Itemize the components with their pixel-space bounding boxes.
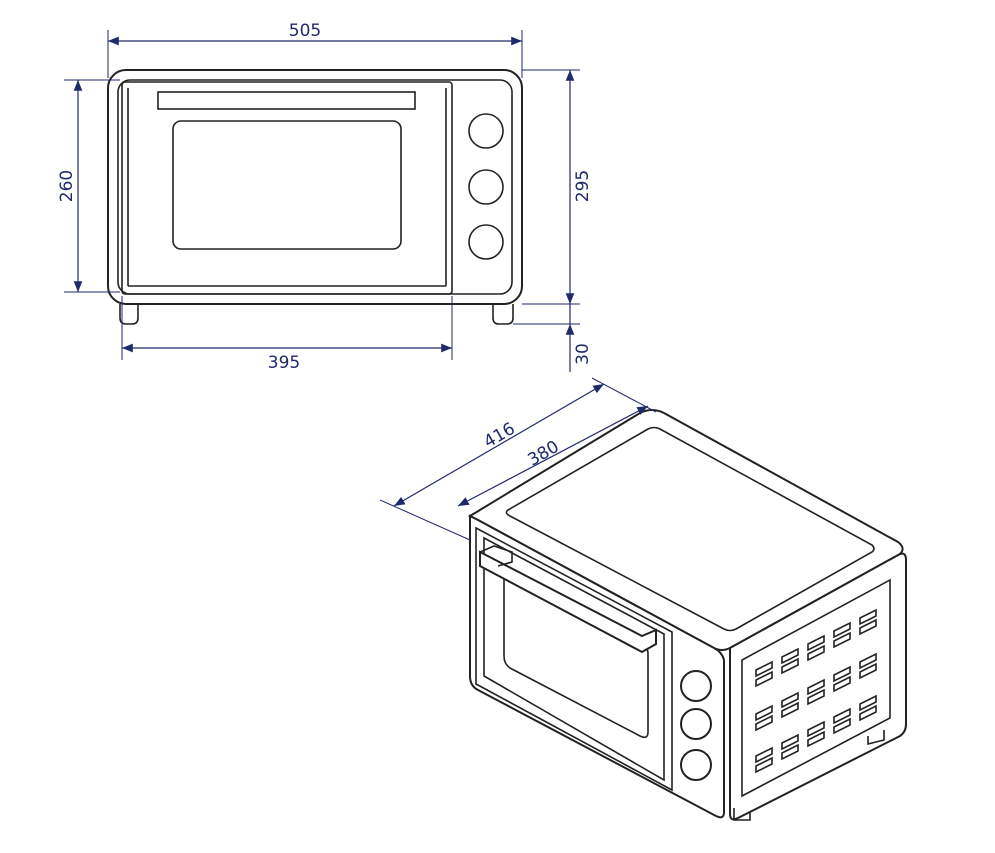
vent-slot bbox=[781, 647, 799, 675]
dim-line-380 bbox=[457, 405, 649, 507]
front-view bbox=[107, 69, 523, 325]
dim-label-416: 416 bbox=[480, 419, 518, 453]
vent-slot bbox=[859, 694, 877, 722]
vent-slot bbox=[833, 621, 851, 649]
iso-side-panel bbox=[741, 578, 891, 798]
iso-knob-2 bbox=[680, 708, 712, 740]
front-knob-2 bbox=[468, 169, 504, 205]
dim-label-395: 395 bbox=[268, 353, 300, 373]
dim-label-505: 505 bbox=[289, 21, 321, 41]
vent-slot bbox=[781, 733, 799, 761]
front-door-frame bbox=[121, 81, 453, 295]
iso-door-handle bbox=[479, 550, 657, 654]
dim-label-30: 30 bbox=[573, 343, 593, 365]
front-dimensions: 505 260 295 30 395 bbox=[57, 21, 593, 373]
front-foot-right bbox=[492, 304, 514, 325]
iso-door bbox=[475, 526, 673, 792]
front-oven-body bbox=[107, 69, 523, 305]
vent-slot bbox=[859, 652, 877, 680]
vent-slot bbox=[833, 665, 851, 693]
vent-slot bbox=[859, 608, 877, 636]
iso-foot-front bbox=[733, 808, 751, 821]
vent-slot bbox=[755, 660, 773, 688]
vent-slot bbox=[755, 746, 773, 774]
vent-slot bbox=[833, 707, 851, 735]
isometric-view bbox=[467, 409, 907, 821]
iso-foot-back bbox=[867, 730, 885, 746]
iso-top-panel bbox=[505, 426, 875, 632]
front-knob-1 bbox=[468, 113, 504, 149]
front-foot-left bbox=[119, 304, 139, 325]
vent-slot bbox=[807, 634, 825, 662]
vent-slot bbox=[807, 678, 825, 706]
vent-slot bbox=[755, 704, 773, 732]
vent-slot bbox=[807, 720, 825, 748]
iso-side-vents bbox=[755, 608, 877, 774]
front-knob-3 bbox=[468, 224, 504, 260]
iso-knob-1 bbox=[680, 670, 712, 702]
iso-knob-3 bbox=[680, 749, 712, 781]
iso-door-inner bbox=[483, 536, 665, 782]
dim-label-295: 295 bbox=[573, 170, 593, 202]
dim-label-260: 260 bbox=[57, 170, 77, 202]
front-door-window bbox=[172, 120, 402, 250]
iso-side-face bbox=[729, 552, 907, 821]
front-door-handle bbox=[157, 91, 416, 110]
vent-slot bbox=[781, 691, 799, 719]
